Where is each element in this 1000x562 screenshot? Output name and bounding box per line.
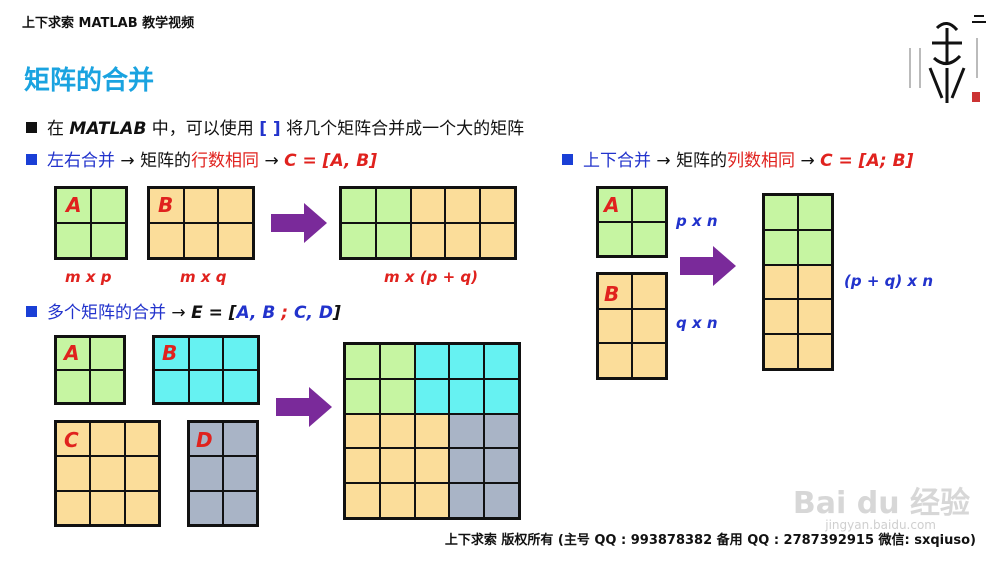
matrix-c-multi [54,420,161,527]
bullet-intro-text-a: 在 [47,119,70,139]
dim-q-x-n: q x n [676,314,718,332]
bullet-square-icon [26,306,37,317]
dim-m-x-q: m x q [180,268,227,286]
matrix-b-ud [596,272,668,380]
arrow-right-icon: → [800,151,815,171]
bullet-multi-label: 多个矩阵的合并 [47,303,166,323]
matrix-c-label: C [64,428,79,452]
bullet-left-right: 左右合并 → 矩阵的行数相同 → C = [A, B] [26,150,377,172]
bullet-intro-text-c: 中，可以使用 [146,119,260,139]
merge-arrow-icon [271,203,327,243]
matrix-d-multi [187,420,259,527]
matrix-a-label: A [64,341,80,365]
formula-e-ab: A, B [236,303,276,323]
bullet-square-icon [562,154,573,165]
matrix-c-ud [762,193,834,371]
formula-e-start: E = [ [191,303,237,323]
matrix-a-label: A [66,193,82,217]
matrix-b-lr [147,186,255,260]
arrow-right-icon: → [264,151,279,171]
matrix-a-label: A [604,193,620,217]
seal-calligraphy-icon [909,15,986,103]
dim-p-x-n: p x n [676,212,718,230]
formula-e-sep: ; [275,303,294,323]
arrow-right-icon: → [120,151,135,171]
bullet-intro: 在 MATLAB 中，可以使用 [ ] 将几个矩阵合并成一个大的矩阵 [26,118,524,140]
dim-pq-x-n: (p + q) x n [844,272,933,290]
bullet-intro-text-e: 将几个矩阵合并成一个大的矩阵 [280,119,525,139]
bullet-lr-text: 矩阵的 [140,151,192,171]
bullet-intro-brackets: [ ] [259,119,281,139]
bullet-intro-matlab: MATLAB [69,119,147,139]
bullet-up-down: 上下合并 → 矩阵的列数相同 → C = [A; B] [562,150,913,172]
bullet-ud-text: 矩阵的 [676,151,728,171]
bullet-ud-formula: C = [A; B] [820,151,914,171]
bullet-ud-highlight: 列数相同 [727,151,796,171]
matrix-b-multi [152,335,260,405]
bullet-multi: 多个矩阵的合并 → E = [A, B ; C, D] [26,302,341,324]
matrix-a-ud [596,186,668,258]
bullet-lr-formula: C = [A, B] [284,151,378,171]
formula-e-cd: C, D [293,303,333,323]
watermark-url: jingyan.baidu.com [825,518,936,532]
bullet-square-icon [26,154,37,165]
bullet-lr-label: 左右合并 [47,151,115,171]
matrix-b-label: B [162,341,178,365]
dim-m-x-p: m x p [65,268,112,286]
dim-m-x-pq: m x (p + q) [384,268,478,286]
matrix-b-label: B [158,193,174,217]
matrix-a-lr [54,186,128,260]
watermark-logo: Bai du 经验 [792,486,970,521]
formula-e-end: ] [332,303,341,323]
bullet-square-icon [26,122,37,133]
arrow-right-icon: → [656,151,671,171]
matrix-a-multi [54,335,126,405]
footer-copyright: 上下求索 版权所有 (主号 QQ : 993878382 备用 QQ : 278… [444,533,976,548]
arrow-right-icon: → [171,303,186,323]
matrix-e-multi [343,342,521,520]
matrix-c-lr [339,186,517,260]
merge-arrow-icon [276,387,332,427]
page-title: 矩阵的合并 [24,66,155,96]
header-label: 上下求索 MATLAB 教学视频 [22,16,195,31]
matrix-b-label: B [604,282,620,306]
bullet-lr-highlight: 行数相同 [191,151,260,171]
bullet-ud-label: 上下合并 [583,151,651,171]
merge-arrow-icon [680,246,736,286]
matrix-d-label: D [196,428,213,452]
